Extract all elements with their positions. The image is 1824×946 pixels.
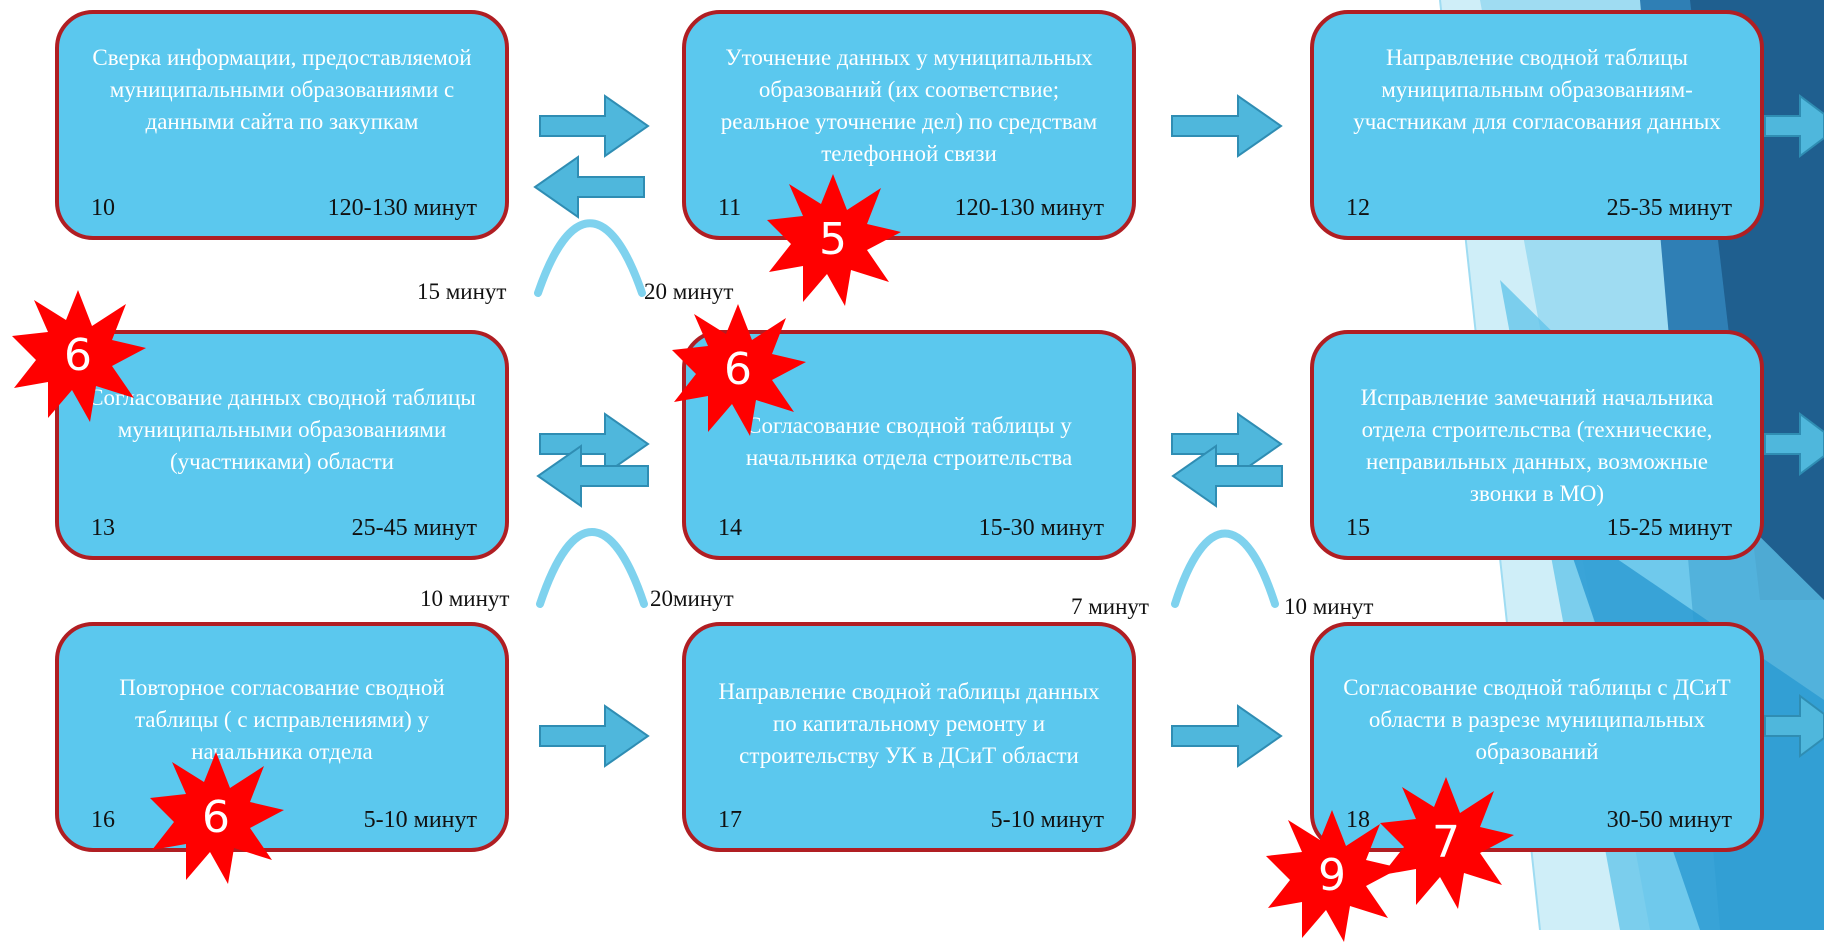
step-box-13: Согласование данных сводной таблицы муни… <box>55 330 509 560</box>
step-box-12: Направление сводной таблицы муниципальны… <box>1310 10 1764 240</box>
step-box-16: Повторное согласование сводной таблицы (… <box>55 622 509 852</box>
burst-number: 9 <box>1318 850 1346 901</box>
step-text: Согласование сводной таблицы с ДСиТ обла… <box>1343 675 1731 764</box>
burst-number: 6 <box>724 344 752 395</box>
step-text: Повторное согласование сводной таблицы (… <box>119 675 445 764</box>
step-box-15: Исправление замечаний начальника отдела … <box>1310 330 1764 560</box>
burst-marker: 9 <box>1262 806 1402 946</box>
transition-label: 20минут <box>650 586 734 611</box>
burst-star-icon <box>767 174 901 306</box>
burst-star-icon <box>12 290 146 422</box>
step-text: Направление сводной таблицы данных по ка… <box>718 679 1100 768</box>
step-number: 18 <box>1346 807 1370 833</box>
step-text: Согласование данных сводной таблицы муни… <box>88 385 476 474</box>
burst-marker: 6 <box>8 286 148 426</box>
step-text: Сверка информации, предоставляемой муниц… <box>92 45 472 134</box>
step-text: Исправление замечаний начальника отдела … <box>1360 385 1714 506</box>
transition-label: 10 минут <box>420 586 510 611</box>
burst-marker: 7 <box>1376 773 1516 913</box>
burst-star-icon <box>1380 777 1514 909</box>
step-duration: 5-10 минут <box>990 807 1104 833</box>
burst-number: 6 <box>64 330 92 381</box>
step-duration: 120-130 минут <box>954 195 1104 221</box>
burst-marker: 6 <box>146 748 286 888</box>
step-text: Направление сводной таблицы муниципальны… <box>1353 45 1721 134</box>
burst-number: 6 <box>202 792 230 843</box>
transition-label: 15 минут <box>417 279 507 304</box>
step-duration: 30-50 минут <box>1606 807 1732 833</box>
burst-number: 5 <box>819 214 847 265</box>
burst-star-icon <box>1266 810 1400 942</box>
burst-marker: 5 <box>763 170 903 310</box>
step-duration: 5-10 минут <box>363 807 477 833</box>
burst-marker: 6 <box>668 300 808 440</box>
step-number: 11 <box>718 195 742 221</box>
step-number: 12 <box>1346 195 1370 221</box>
step-number: 13 <box>91 515 115 541</box>
transition-label: 7 минут <box>1071 594 1149 619</box>
step-duration: 15-30 минут <box>978 515 1104 541</box>
step-text: Уточнение данных у муниципальных образов… <box>720 45 1098 166</box>
step-number: 16 <box>91 807 115 833</box>
step-duration: 25-45 минут <box>351 515 477 541</box>
step-box-18: Согласование сводной таблицы с ДСиТ обла… <box>1310 622 1764 852</box>
step-box-11: Уточнение данных у муниципальных образов… <box>682 10 1136 240</box>
step-duration: 25-35 минут <box>1606 195 1732 221</box>
step-duration: 120-130 минут <box>327 195 477 221</box>
burst-number: 7 <box>1432 817 1460 868</box>
step-duration: 15-25 минут <box>1606 515 1732 541</box>
burst-star-icon <box>672 304 806 436</box>
step-number: 17 <box>718 807 742 833</box>
transition-label: 10 минут <box>1284 594 1374 619</box>
step-number: 15 <box>1346 515 1370 541</box>
step-box-17: Направление сводной таблицы данных по ка… <box>682 622 1136 852</box>
step-text: Согласование сводной таблицы у начальник… <box>745 413 1073 470</box>
step-box-10: Сверка информации, предоставляемой муниц… <box>55 10 509 240</box>
burst-star-icon <box>150 752 284 884</box>
step-number: 10 <box>91 195 115 221</box>
transition-label: 20 минут <box>644 279 734 304</box>
step-number: 14 <box>718 515 742 541</box>
